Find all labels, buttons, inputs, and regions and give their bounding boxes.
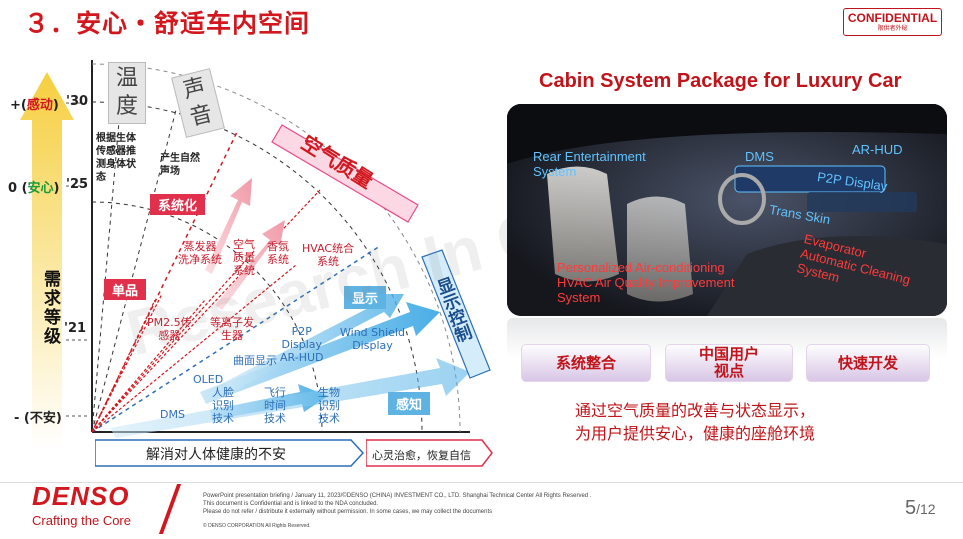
pill-fast-dev: 快速开发 bbox=[806, 344, 930, 382]
footer-divider bbox=[0, 482, 963, 483]
confidential-sub: 限供者外秘 bbox=[877, 25, 908, 32]
tag-sense: 感知 bbox=[388, 392, 431, 415]
hvac-item: HVAC统合 系统 bbox=[302, 242, 355, 268]
needs-diagram: 需求等级 +(感动) '30 0 (安心) '25 '21 - (不安) 温度 … bbox=[0, 50, 500, 480]
summary-line-1: 通过空气质量的改善与状态显示， bbox=[575, 401, 816, 420]
plasma-item: 等离子发 生器 bbox=[210, 316, 254, 342]
bottom-arrow-left bbox=[95, 439, 365, 467]
level-minus: - (不安) bbox=[14, 411, 62, 426]
cabin-illustration bbox=[507, 104, 947, 316]
windshield-item: Wind Shield Display bbox=[340, 326, 405, 352]
label-dms: DMS bbox=[745, 149, 774, 164]
tag-unit: 单品 bbox=[104, 279, 147, 300]
tag-display: 显示 bbox=[344, 286, 387, 309]
year-21: '21 bbox=[64, 321, 87, 336]
confidential-label: CONFIDENTIAL bbox=[847, 11, 938, 25]
red-arrow-2 bbox=[205, 178, 252, 274]
oled-item: OLED bbox=[193, 373, 224, 386]
label-arhud: AR-HUD bbox=[852, 142, 903, 157]
sound-note: 产生自然 声场 bbox=[160, 153, 200, 177]
display-banner bbox=[421, 249, 491, 379]
biometric-item: 生物 识别 技术 bbox=[318, 386, 340, 425]
level-plus: +(感动) bbox=[10, 98, 59, 113]
temperature-note: 根据生体 传感器推 测身体状 态 bbox=[96, 133, 136, 183]
package-title: Cabin System Package for Luxury Car bbox=[539, 70, 902, 92]
denso-logo: DENSO bbox=[32, 481, 130, 511]
air-quality-banner bbox=[271, 124, 419, 223]
tag-system: 系统化 bbox=[150, 194, 206, 215]
label-air-conditioning: Personalized Air-conditioning HVAC Air Q… bbox=[557, 260, 735, 305]
blue-arrow-3 bbox=[225, 294, 404, 392]
air-quality-item: 空气 质量 系统 bbox=[233, 238, 255, 277]
red-arrow-1 bbox=[215, 220, 285, 310]
fine-print-4: © DENSO CORPORATION All Rights Reserved. bbox=[203, 523, 311, 529]
tagline: Crafting the Core bbox=[32, 513, 131, 528]
summary-text: 通过空气质量的改善与状态显示， 为用户提供安心，健康的座舱环境 bbox=[575, 399, 815, 445]
page-title: ３．安心・舒适车内空间 bbox=[24, 9, 311, 38]
fine-print-1: PowerPoint presentation briefing / Janua… bbox=[203, 493, 592, 499]
tof-item: 飞行 时间 技术 bbox=[264, 386, 286, 425]
bottom-arrow-right bbox=[366, 439, 493, 467]
confidential-badge: CONFIDENTIAL 限供者外秘 bbox=[843, 8, 942, 36]
diagram-graphics bbox=[20, 60, 491, 450]
bottom-left-text: 解消对人体健康的不安 bbox=[146, 447, 286, 463]
pm25-item: PM2.5传 感器 bbox=[147, 316, 192, 342]
face-recognition-item: 人脸 识别 技术 bbox=[212, 386, 234, 425]
page-number: 5/12 bbox=[905, 497, 936, 519]
demand-arrow bbox=[20, 72, 74, 450]
year-25: '25 bbox=[66, 177, 89, 192]
evaporator-item: 蒸发器 洗净系统 bbox=[178, 240, 222, 266]
blue-arrow-1 bbox=[200, 302, 440, 404]
curved-display-item: 曲面显示 bbox=[233, 354, 277, 367]
temperature-box: 温度 bbox=[108, 62, 146, 124]
bottom-right-text: 心灵治愈，恢复自信 bbox=[372, 449, 471, 462]
pill-china-user: 中国用户 视点 bbox=[665, 344, 793, 382]
summary-line-2: 为用户提供安心，健康的座舱环境 bbox=[575, 424, 816, 443]
demand-label: 需求等级 bbox=[40, 270, 60, 346]
fragrance-item: 香氛 系统 bbox=[267, 240, 289, 266]
fine-print-3: Please do not refer / distribute it exte… bbox=[203, 509, 493, 515]
logo-slash bbox=[158, 484, 182, 534]
blue-arrow-4 bbox=[110, 358, 470, 438]
level-zero: 0 (安心) bbox=[8, 181, 60, 196]
fine-print-2: This document is Confidential and is lin… bbox=[203, 501, 379, 507]
label-rear-entertainment: Rear Entertainment System bbox=[533, 149, 646, 179]
dms-item: DMS bbox=[160, 408, 185, 421]
year-30: '30 bbox=[66, 94, 89, 109]
p2p-arhud-item: P2P Display AR-HUD bbox=[280, 325, 324, 364]
pill-integration: 系统整合 bbox=[521, 344, 651, 382]
cabin-image: Rear Entertainment System DMS AR-HUD P2P… bbox=[507, 104, 947, 316]
